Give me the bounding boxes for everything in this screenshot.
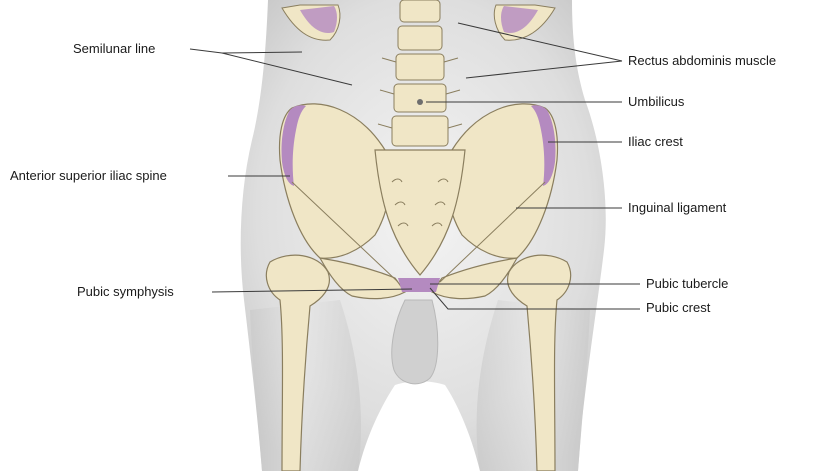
label-iliac-crest: Iliac crest — [628, 134, 683, 150]
label-asis: Anterior superior iliac spine — [10, 168, 167, 184]
label-umbilicus: Umbilicus — [628, 94, 684, 110]
pubic-symphysis-highlight — [398, 278, 440, 292]
label-pubic-tubercle: Pubic tubercle — [646, 276, 728, 292]
label-semilunar-line: Semilunar line — [73, 41, 155, 57]
label-rectus-abdominis: Rectus abdominis muscle — [628, 53, 776, 69]
label-pubic-symphysis: Pubic symphysis — [77, 284, 174, 300]
label-inguinal-ligament: Inguinal ligament — [628, 200, 726, 216]
umbilicus-mark — [417, 99, 423, 105]
label-pubic-crest: Pubic crest — [646, 300, 710, 316]
